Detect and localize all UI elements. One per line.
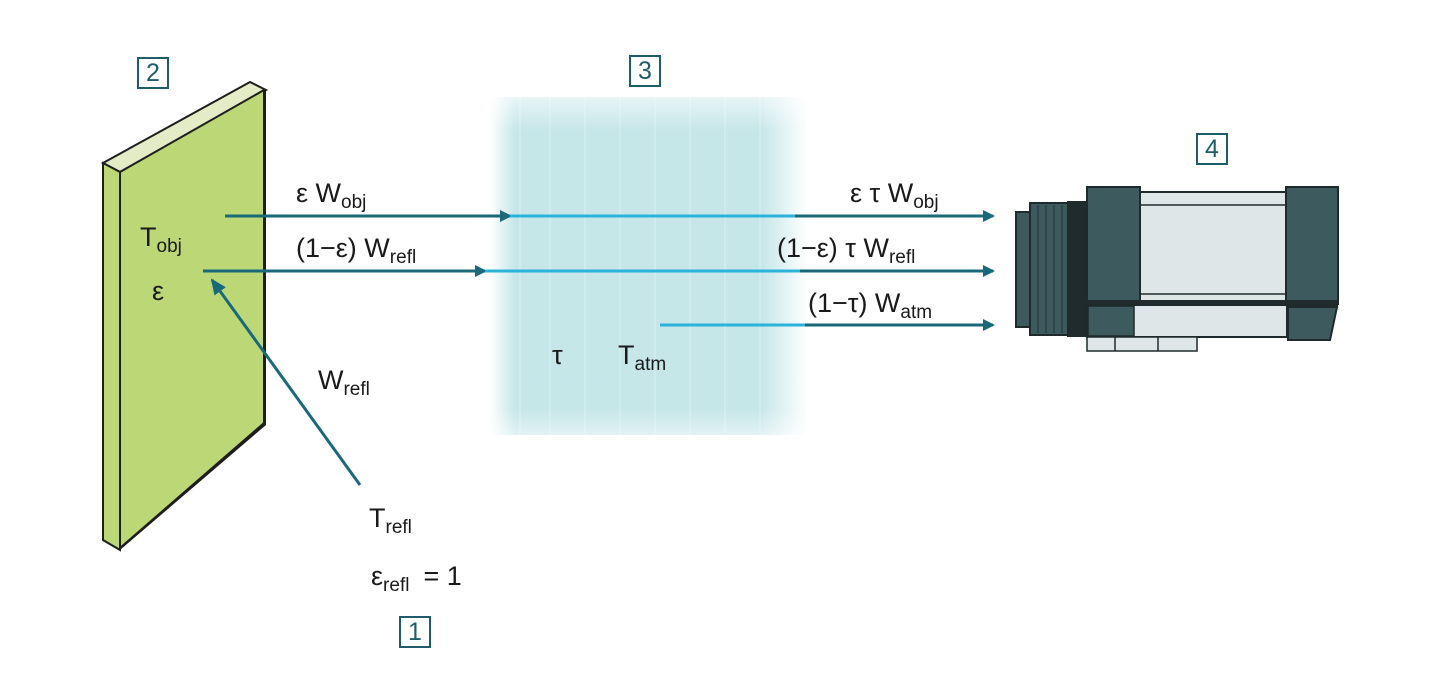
beam-object-out-sub: obj [913,192,939,213]
incoming-reflected-arrow [210,278,362,486]
incoming-reflected-sub: refl [343,379,370,400]
beam-reflected-out-sub: refl [888,247,916,268]
reflected-emissivity-main: ε [371,561,384,591]
reflected-emissivity-sub: refl [383,575,410,596]
object-panel [100,80,269,552]
beam-atmosphere-out-label: (1−τ) Watm [808,288,932,322]
atmosphere-temperature-main: T [618,340,635,370]
reflected-temperature-label: Trefl [369,503,412,537]
marker-4: 4 [1196,133,1228,165]
marker-1: 1 [399,616,431,648]
beam-object-out-label: ε τ Wobj [850,178,939,212]
incoming-reflected-label: Wrefl [318,365,370,399]
marker-2: 2 [137,57,169,89]
beam-reflected-out-main: (1−ε) τ W [777,233,889,263]
reflected-temperature-main: T [369,503,386,533]
atmosphere-temperature-label: Tatm [618,340,666,374]
beam-atmosphere-out-main: (1−τ) W [808,288,901,318]
atmosphere-temperature-sub: atm [634,354,667,375]
camera [1015,186,1339,352]
atmosphere-transmittance-label: τ [552,340,563,370]
beam-atmosphere-out-sub: atm [900,302,933,323]
beam-reflected-in-label: (1−ε) Wrefl [296,233,416,267]
beam-object-in-sub: obj [341,192,367,213]
object-emissivity-label: ε [152,276,165,306]
beam-reflected-in-main: (1−ε) W [296,233,390,263]
beam-object-in-main: ε W [296,178,342,208]
beam-reflected-in-sub: refl [389,247,417,268]
object-temperature-main: T [140,222,157,252]
reflected-temperature-sub: refl [385,517,412,538]
reflected-emissivity-label: εrefl = 1 [371,561,462,595]
reflected-emissivity-value: = 1 [423,561,462,591]
marker-3: 3 [629,55,661,87]
beam-object-in-label: ε Wobj [296,178,366,212]
beam-reflected-out-label: (1−ε) τ Wrefl [777,233,915,267]
beam-object-out-main: ε τ W [850,178,914,208]
object-temperature-label: Tobj [140,222,182,256]
object-temperature-sub: obj [156,236,182,257]
incoming-reflected-main: W [318,365,344,395]
atmosphere-block [490,97,808,435]
